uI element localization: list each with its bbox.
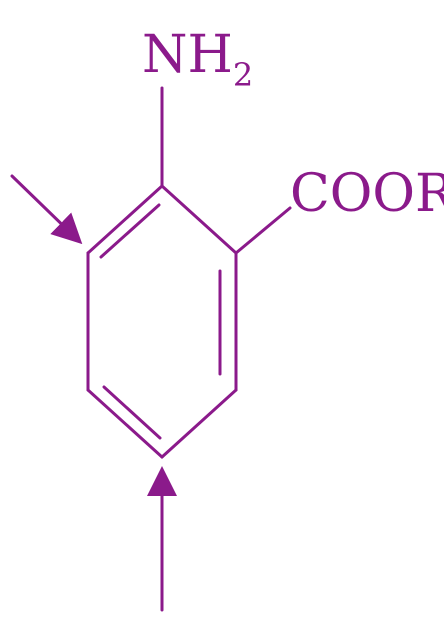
benzene-ring: [86, 184, 238, 459]
amine-label-subscript: 2: [233, 56, 253, 94]
ring-bond-bottom-right: [160, 388, 238, 459]
ester-label: COOR: [290, 164, 444, 224]
arrow-icon: [10, 174, 83, 245]
ester-bond: [234, 206, 292, 255]
amine-label: NH2: [142, 25, 253, 94]
ring-bond-top-right: [160, 184, 238, 255]
ring-bond-bottom-left-inner: [102, 385, 162, 440]
ring-bond-top-left-inner: [99, 203, 161, 259]
ring-bond-top-left: [86, 184, 164, 255]
ring-bond-bottom-left: [86, 388, 164, 459]
amine-label-base: NH: [142, 25, 233, 85]
